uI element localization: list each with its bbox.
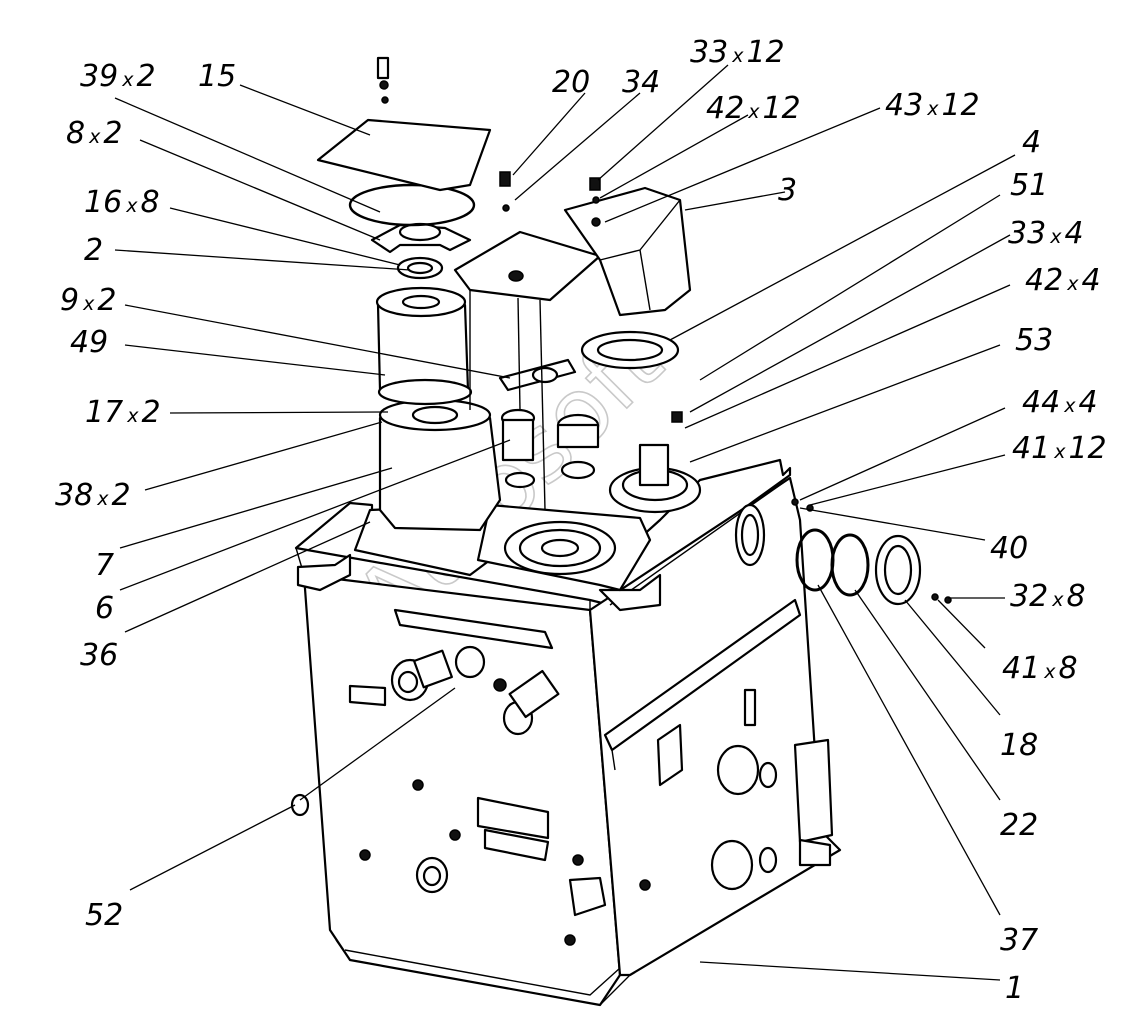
label-1: 1 (1005, 971, 1024, 1006)
label-51: 51 (1010, 168, 1048, 203)
label-34: 34 (622, 65, 660, 100)
label-3: 3 (778, 173, 797, 208)
label-22: 22 (1000, 808, 1038, 843)
label-52: 52 (85, 898, 123, 933)
top-components (290, 56, 952, 817)
label-40: 40 (990, 531, 1028, 566)
label-15: 15 (198, 59, 236, 94)
label-53: 53 (1015, 323, 1053, 358)
label-18: 18 (1000, 728, 1038, 763)
label-37: 37 (1000, 923, 1038, 958)
housing-body (294, 458, 842, 1007)
label-36: 36 (80, 638, 118, 673)
leader-lines (114, 64, 1016, 981)
label-6: 6 (95, 591, 114, 626)
label-20: 20 (552, 65, 590, 100)
label-49: 49 (70, 325, 108, 360)
label-4: 4 (1022, 125, 1041, 160)
label-7: 7 (95, 548, 114, 583)
label-2: 2 (84, 233, 103, 268)
